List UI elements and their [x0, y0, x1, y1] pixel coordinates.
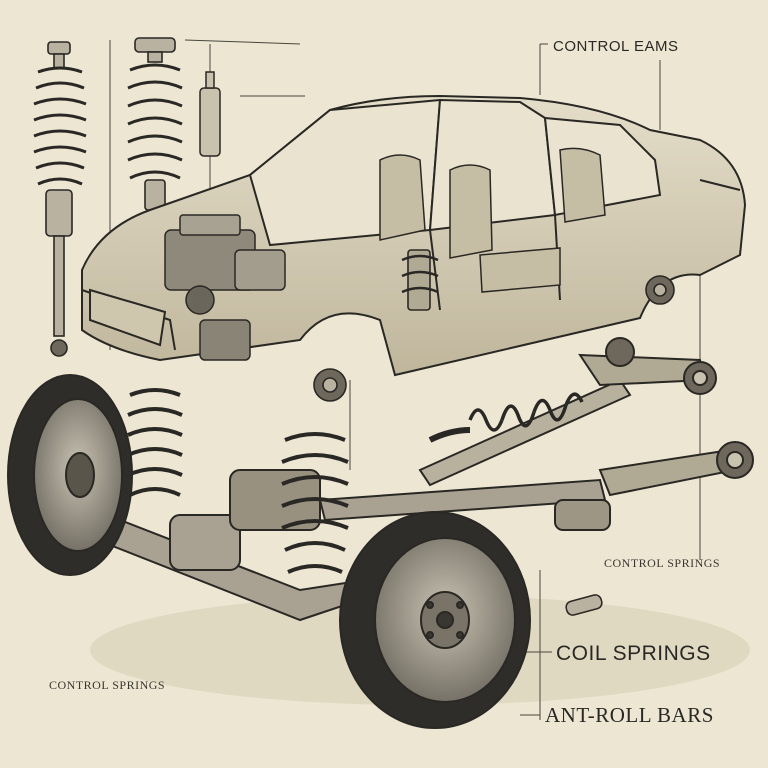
coil-spring-front — [127, 388, 183, 497]
control-arms — [554, 337, 754, 531]
callout-anti-roll-bars: ANT-ROLL BARS — [545, 703, 714, 727]
wheel-front — [7, 374, 133, 576]
coil-spring-center — [281, 432, 349, 574]
damper-part — [199, 71, 221, 157]
engine — [164, 214, 286, 361]
callout-control-springs-right: CONTROL SPRINGS — [604, 556, 721, 570]
callout-coil-springs: COIL SPRINGS — [556, 642, 711, 665]
body-strut — [313, 249, 675, 402]
callout-control-beams: CONTROL EAMS — [553, 38, 679, 55]
horizontal-coilover — [428, 392, 584, 443]
wheel-rear — [339, 511, 531, 729]
seats — [379, 147, 606, 293]
axle-assembly — [77, 378, 632, 622]
coilover-middle — [127, 37, 183, 225]
coilover-left — [33, 41, 87, 357]
bushing-part — [565, 594, 603, 616]
leader-lines — [109, 39, 701, 720]
callout-control-springs-left: CONTROL SPRINGS — [49, 678, 166, 692]
